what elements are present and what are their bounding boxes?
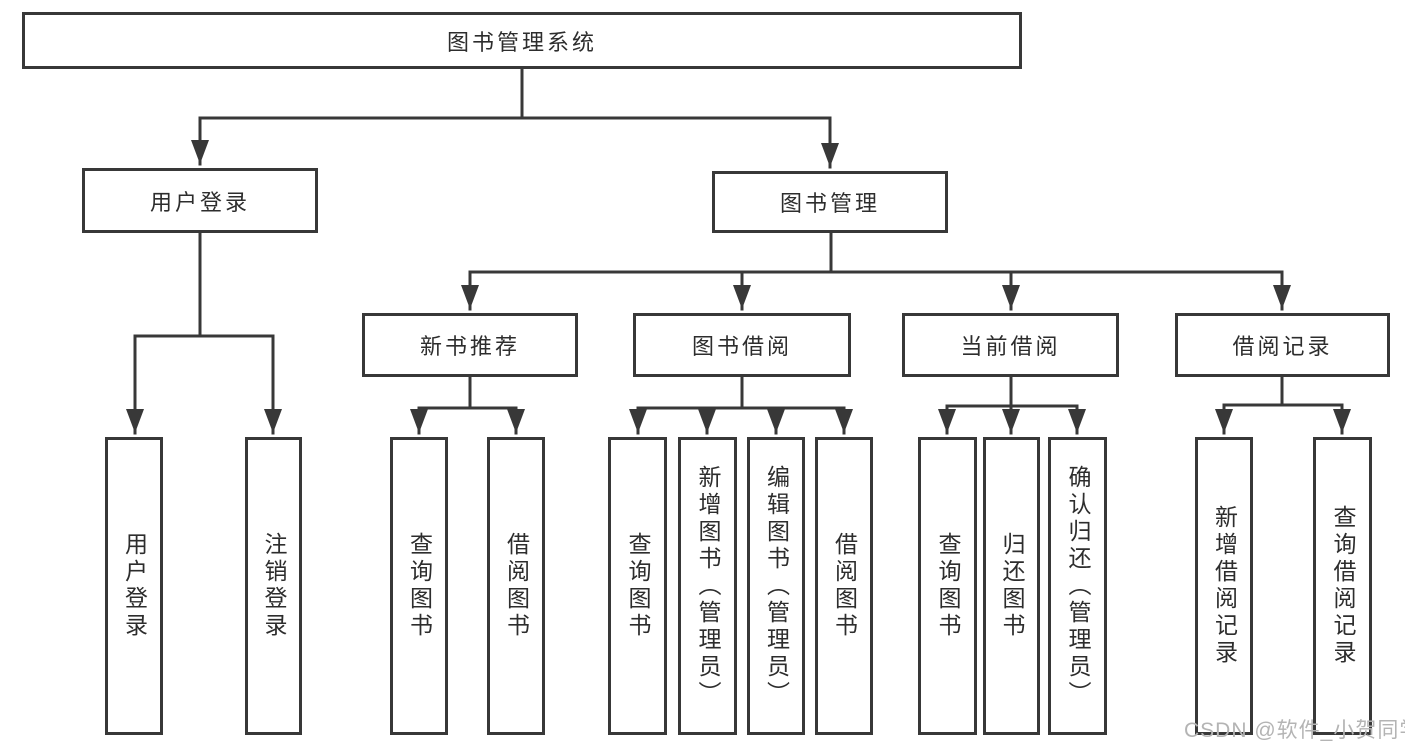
node-leaf-query-books-current-label: 查询图书 [935, 532, 961, 640]
node-borrow-records: 借阅记录 [1175, 313, 1390, 377]
node-user-login: 用户登录 [82, 168, 318, 233]
node-leaf-query-books-borrow-label: 查询图书 [625, 532, 651, 640]
node-leaf-add-record-label: 新增借阅记录 [1211, 505, 1238, 667]
node-leaf-query-record: 查询借阅记录 [1313, 437, 1372, 735]
node-borrow-records-label: 借阅记录 [1232, 334, 1333, 359]
node-leaf-query-record-label: 查询借阅记录 [1330, 505, 1356, 667]
node-leaf-borrow-books-borrow: 借阅图书 [815, 437, 873, 735]
node-leaf-add-books-label: 新增图书（管理员） [695, 464, 721, 708]
node-user-login-label: 用户登录 [149, 189, 250, 215]
node-leaf-return-books: 归还图书 [983, 437, 1040, 735]
node-leaf-borrow-books-newbooks-label: 借阅图书 [503, 532, 530, 640]
node-current-borrow-label: 当前借阅 [960, 334, 1061, 359]
node-root-label: 图书管理系统 [446, 29, 597, 55]
node-current-borrow: 当前借阅 [902, 313, 1119, 377]
node-leaf-return-books-label: 归还图书 [999, 532, 1025, 640]
node-book-borrow-label: 图书借阅 [691, 334, 792, 359]
node-leaf-query-books-current: 查询图书 [918, 437, 977, 735]
node-book-borrow: 图书借阅 [633, 313, 851, 377]
node-book-mgmt-label: 图书管理 [779, 191, 880, 216]
node-new-books: 新书推荐 [362, 313, 578, 377]
node-leaf-query-books-newbooks: 查询图书 [390, 437, 448, 735]
node-leaf-borrow-books-newbooks: 借阅图书 [487, 437, 545, 735]
node-new-books-label: 新书推荐 [419, 334, 520, 359]
node-leaf-logout: 注销登录 [245, 437, 302, 735]
node-leaf-add-books: 新增图书（管理员） [678, 437, 737, 735]
node-leaf-query-books-newbooks-label: 查询图书 [406, 532, 433, 640]
node-leaf-confirm-return: 确认归还（管理员） [1048, 437, 1107, 735]
node-leaf-borrow-books-borrow-label: 借阅图书 [831, 532, 858, 640]
node-leaf-user-login-label: 用户登录 [121, 532, 148, 640]
node-book-mgmt: 图书管理 [712, 171, 948, 233]
csdn-watermark: CSDN @软件_小贺同学 [1184, 719, 1405, 742]
node-leaf-edit-books: 编辑图书（管理员） [747, 437, 805, 735]
node-leaf-add-record: 新增借阅记录 [1195, 437, 1253, 735]
node-root: 图书管理系统 [22, 12, 1022, 69]
node-leaf-edit-books-label: 编辑图书（管理员） [763, 464, 790, 708]
node-leaf-query-books-borrow: 查询图书 [608, 437, 667, 735]
node-leaf-user-login: 用户登录 [105, 437, 163, 735]
node-leaf-confirm-return-label: 确认归还（管理员） [1065, 464, 1091, 708]
node-leaf-logout-label: 注销登录 [261, 532, 287, 640]
